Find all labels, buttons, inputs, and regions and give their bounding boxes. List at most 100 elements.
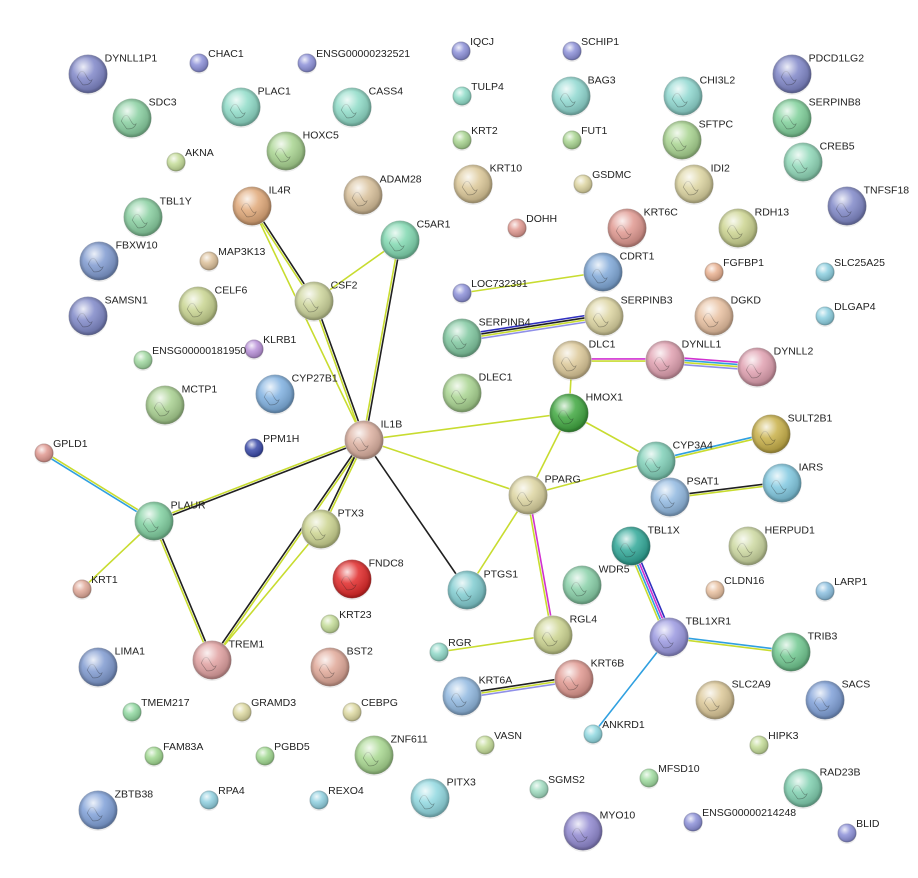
node-krt2[interactable]: KRT2 [452, 125, 498, 151]
node-rgr[interactable]: RGR [429, 637, 472, 663]
node-slc25a25[interactable]: SLC25A25 [815, 257, 886, 283]
node-il4r[interactable]: IL4R [232, 184, 292, 227]
node-serpinb8[interactable]: SERPINB8 [772, 96, 861, 139]
node-fut1[interactable]: FUT1 [562, 125, 608, 151]
node-celf6[interactable]: CELF6 [178, 284, 248, 327]
node-cebpg[interactable]: CEBPG [342, 697, 398, 723]
node-sult2b1[interactable]: SULT2B1 [751, 412, 833, 455]
node-dohh[interactable]: DOHH [507, 213, 558, 239]
node-dlec1[interactable]: DLEC1 [442, 371, 513, 414]
node-ptx3[interactable]: PTX3 [301, 507, 365, 550]
node-tbl1y[interactable]: TBL1Y [123, 195, 192, 238]
node-gramd3[interactable]: GRAMD3 [232, 697, 297, 723]
node-znf611[interactable]: ZNF611 [354, 733, 428, 776]
node-krt6a[interactable]: KRT6A [442, 674, 513, 717]
node-trem1[interactable]: TREM1 [192, 638, 265, 681]
node-krt6c[interactable]: KRT6C [607, 206, 679, 249]
node-creb5[interactable]: CREB5 [783, 140, 855, 183]
node-klrb1[interactable]: KLRB1 [244, 334, 297, 360]
node-tbl1x[interactable]: TBL1X [611, 524, 680, 567]
node-rexo4[interactable]: REXO4 [309, 785, 364, 811]
node-krt6b[interactable]: KRT6B [554, 657, 625, 700]
node-il1b[interactable]: IL1B [344, 418, 403, 461]
node-sacs[interactable]: SACS [805, 678, 871, 721]
node-dynll2[interactable]: DYNLL2 [737, 345, 814, 388]
node-samsn1[interactable]: SAMSN1 [68, 294, 148, 337]
node-rdh13[interactable]: RDH13 [718, 206, 790, 249]
node-tmem217[interactable]: TMEM217 [122, 697, 190, 723]
node-herpud1[interactable]: HERPUD1 [728, 524, 815, 567]
node-dynll1[interactable]: DYNLL1 [645, 338, 722, 381]
node-larp1[interactable]: LARP1 [815, 576, 868, 602]
node-csf2[interactable]: CSF2 [294, 279, 358, 322]
node-dlc1[interactable]: DLC1 [552, 338, 616, 381]
node-slc2a9[interactable]: SLC2A9 [695, 678, 771, 721]
node-adam28[interactable]: ADAM28 [343, 173, 422, 216]
node-fgfbp1[interactable]: FGFBP1 [704, 257, 765, 283]
node-tulp4[interactable]: TULP4 [452, 81, 504, 107]
node-cldn16[interactable]: CLDN16 [705, 575, 765, 601]
node-plac1[interactable]: PLAC1 [221, 85, 292, 128]
node-trib3[interactable]: TRIB3 [771, 630, 838, 673]
node-map3k13[interactable]: MAP3K13 [199, 246, 266, 272]
node-mfsd10[interactable]: MFSD10 [639, 763, 700, 789]
node-schip1[interactable]: SCHIP1 [562, 36, 620, 62]
node-ensg00000232521[interactable]: ENSG00000232521 [297, 48, 411, 74]
node-vasn[interactable]: VASN [475, 730, 522, 756]
node-pitx3[interactable]: PITX3 [410, 776, 476, 819]
node-gsdmc[interactable]: GSDMC [573, 169, 632, 195]
node-wdr5[interactable]: WDR5 [562, 563, 630, 606]
node-krt23[interactable]: KRT23 [320, 609, 372, 635]
node-ensg00000214248[interactable]: ENSG00000214248 [683, 807, 797, 833]
node-rgl4[interactable]: RGL4 [533, 613, 598, 656]
node-dlgap4[interactable]: DLGAP4 [815, 301, 876, 327]
node-cdrt1[interactable]: CDRT1 [583, 250, 655, 293]
node-sdc3[interactable]: SDC3 [112, 96, 177, 139]
node-blid[interactable]: BLID [837, 818, 880, 844]
node-ptgs1[interactable]: PTGS1 [447, 568, 519, 611]
node-cyp27b1[interactable]: CYP27B1 [255, 372, 338, 415]
node-idi2[interactable]: IDI2 [674, 162, 731, 205]
node-gpld1[interactable]: GPLD1 [34, 438, 88, 464]
node-fbxw10[interactable]: FBXW10 [79, 239, 158, 282]
node-plaur[interactable]: PLAUR [134, 499, 207, 542]
node-mctp1[interactable]: MCTP1 [145, 383, 218, 426]
node-c5ar1[interactable]: C5AR1 [380, 218, 451, 261]
node-krt10[interactable]: KRT10 [453, 162, 523, 205]
node-rad23b[interactable]: RAD23B [783, 766, 861, 809]
node-rpa4[interactable]: RPA4 [199, 785, 245, 811]
node-chac1[interactable]: CHAC1 [189, 48, 244, 74]
node-sgms2[interactable]: SGMS2 [529, 774, 586, 800]
node-pdcd1lg2[interactable]: PDCD1LG2 [772, 52, 865, 95]
node-cyp3a4[interactable]: CYP3A4 [636, 439, 714, 482]
node-chi3l2[interactable]: CHI3L2 [663, 74, 736, 117]
node-serpinb3[interactable]: SERPINB3 [584, 294, 673, 337]
node-tnfsf18[interactable]: TNFSF18 [827, 184, 910, 227]
node-krt1[interactable]: KRT1 [72, 574, 118, 600]
node-dgkd[interactable]: DGKD [694, 294, 762, 337]
node-hmox1[interactable]: HMOX1 [549, 391, 624, 434]
node-myo10[interactable]: MYO10 [563, 809, 636, 852]
node-fam83a[interactable]: FAM83A [144, 741, 204, 767]
node-bst2[interactable]: BST2 [310, 645, 374, 688]
node-iqcj[interactable]: IQCJ [451, 36, 495, 62]
node-lima1[interactable]: LIMA1 [78, 645, 146, 688]
node-cass4[interactable]: CASS4 [332, 85, 404, 128]
node-akna[interactable]: AKNA [166, 147, 214, 173]
node-pgbd5[interactable]: PGBD5 [255, 741, 310, 767]
node-iars[interactable]: IARS [762, 461, 824, 504]
node-psat1[interactable]: PSAT1 [650, 475, 720, 518]
node-ppm1h[interactable]: PPM1H [244, 433, 300, 459]
node-serpinb4[interactable]: SERPINB4 [442, 316, 531, 359]
node-loc732391[interactable]: LOC732391 [452, 278, 528, 304]
node-hoxc5[interactable]: HOXC5 [266, 129, 339, 172]
node-zbtb38[interactable]: ZBTB38 [78, 788, 154, 831]
node-ensg00000181950[interactable]: ENSG00000181950 [133, 345, 247, 371]
node-dynll1p1[interactable]: DYNLL1P1 [68, 52, 158, 95]
node-tbl1xr1[interactable]: TBL1XR1 [649, 615, 732, 658]
node-pparg[interactable]: PPARG [508, 473, 581, 516]
node-fndc8[interactable]: FNDC8 [332, 557, 404, 600]
node-ankrd1[interactable]: ANKRD1 [583, 719, 645, 745]
node-hipk3[interactable]: HIPK3 [749, 730, 799, 756]
node-bag3[interactable]: BAG3 [551, 74, 616, 117]
